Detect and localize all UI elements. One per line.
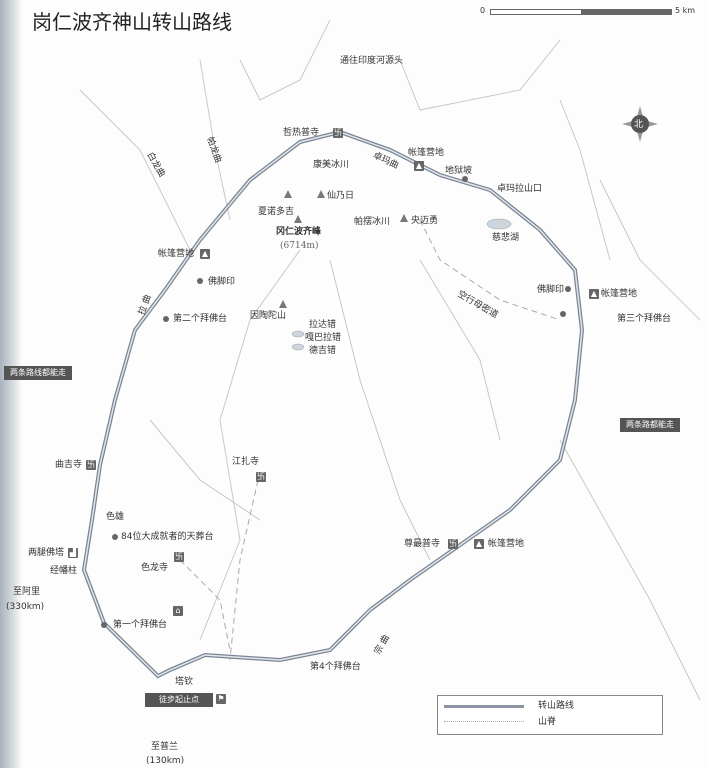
label-yintaotuo: 因陶陀山 [250, 311, 287, 321]
label-sexiong: 色雄 [106, 512, 125, 522]
jiangzha-path [229, 479, 259, 661]
peak-marker [317, 190, 325, 198]
label-sky-burial: 84位大成就者的天葬台 [121, 532, 214, 542]
label-to-ali: 至阿里 [13, 587, 41, 597]
kongxingmu-path [419, 219, 561, 321]
ridge [559, 99, 611, 261]
ridge [329, 259, 431, 561]
label-yangmaiyong: 央迈勇 [411, 216, 439, 226]
label-xianuoduoji: 夏诺多吉 [258, 207, 295, 217]
map-title: 岗仁波齐神山转山路线 [32, 10, 232, 34]
lake [291, 330, 305, 338]
monastery-icon: 卐 [333, 128, 343, 138]
scale-end: 5 km [675, 6, 696, 15]
compass-north: 北 [634, 120, 644, 130]
hiker-icon: ⚑ [216, 694, 226, 704]
point-marker [112, 534, 118, 540]
label-pabai: 帕摆冰川 [354, 217, 391, 227]
monastery-icon: 卐 [448, 539, 458, 549]
compass-icon: 北 [622, 106, 658, 142]
ridge [559, 439, 701, 701]
label-zunzui: 尊最普寺 [404, 539, 441, 549]
scale-bar [490, 9, 672, 15]
point-marker [101, 622, 107, 628]
peak-marker [400, 214, 408, 222]
label-fojiaoyin: 佛脚印 [208, 277, 236, 287]
ridge [199, 249, 301, 641]
tent-icon: ▲ [589, 289, 599, 299]
callout-left: 两条路线都能走 [4, 366, 72, 380]
label-camp: 帐篷营地 [601, 289, 638, 299]
tent-icon: ▲ [200, 249, 210, 259]
label-camp: 帐篷营地 [408, 148, 445, 158]
map-legend: 转山路线 山脊 [437, 695, 663, 735]
label-lake: 拉达错 [309, 320, 337, 330]
peak-marker [279, 300, 287, 308]
peak-marker [284, 190, 292, 198]
label-kangmei: 康美冰川 [313, 160, 350, 170]
legend-route-swatch [444, 705, 524, 708]
label-second-platform: 第二个拜佛台 [173, 314, 228, 324]
point-marker [163, 316, 169, 322]
label-liangtui-stupa: 两腿佛塔 [28, 548, 65, 558]
label-lake: 德吉错 [309, 346, 337, 356]
label-indus: 通往印度河源头 [340, 56, 404, 66]
monastery-icon: 卐 [86, 460, 96, 470]
label-third-platform: 第三个拜佛台 [617, 314, 672, 324]
label-camp: 帐篷营地 [488, 539, 525, 549]
monastery-icon: 卐 [256, 472, 266, 482]
legend-ridge-label: 山脊 [538, 717, 557, 727]
selong-path [179, 559, 231, 651]
ridge [599, 179, 701, 321]
label-to-pulan-distance: (130km) [146, 756, 185, 766]
label-lake: 嘎巴拉错 [305, 333, 342, 343]
scale-start: 0 [480, 6, 486, 15]
point-marker [565, 286, 571, 292]
label-zherepu: 哲热普寺 [283, 128, 320, 138]
legend-route-label: 转山路线 [538, 701, 575, 711]
label-camp: 帐篷营地 [158, 249, 195, 259]
tent-icon: ▲ [474, 539, 484, 549]
label-peak: 冈仁波齐峰 [276, 227, 322, 237]
label-jiangzha: 江扎寺 [232, 457, 260, 467]
point-marker [197, 278, 203, 284]
label-xiannairi: 仙乃日 [327, 191, 355, 201]
label-fojiaoyin: 佛脚印 [537, 285, 565, 295]
ridge [149, 419, 261, 521]
callout-right: 两条路都能走 [620, 418, 680, 432]
label-peak-elevation: (6714m) [280, 241, 319, 251]
point-marker [560, 311, 566, 317]
point-marker [462, 176, 468, 182]
kora-route [81, 129, 585, 679]
ridge [399, 39, 561, 111]
label-fourth-platform: 第4个拜佛台 [310, 662, 361, 672]
legend-ridge-swatch [444, 721, 524, 722]
tent-icon: ▲ [414, 161, 424, 171]
hotel-icon: ⌂ [173, 606, 183, 616]
kora-route-highlight [83, 131, 583, 677]
label-to-pulan: 至普兰 [151, 742, 179, 752]
ridge [239, 19, 331, 101]
label-zhuomala-pass: 卓玛拉山口 [497, 184, 543, 194]
monastery-icon: 卐 [174, 552, 184, 562]
label-to-ali-distance: (330km) [6, 602, 45, 612]
ridge [79, 89, 191, 251]
start-end-point: 徒步起止点 [145, 693, 213, 707]
ridge [199, 59, 231, 221]
stupa-icon: ▟ [68, 548, 78, 558]
label-first-platform: 第一个拜佛台 [113, 620, 168, 630]
peak-marker [294, 215, 302, 223]
page-edge [0, 0, 22, 768]
label-quji: 曲吉寺 [55, 460, 83, 470]
label-diyupo: 地狱坡 [445, 166, 473, 176]
lake [486, 218, 512, 230]
lake [291, 343, 305, 351]
label-cibeihu: 慈悲湖 [492, 233, 520, 243]
ridge [419, 259, 501, 441]
label-selong: 色龙寺 [141, 563, 169, 573]
label-taqin: 塔钦 [175, 677, 194, 687]
label-jingfan: 经幡柱 [50, 566, 78, 576]
